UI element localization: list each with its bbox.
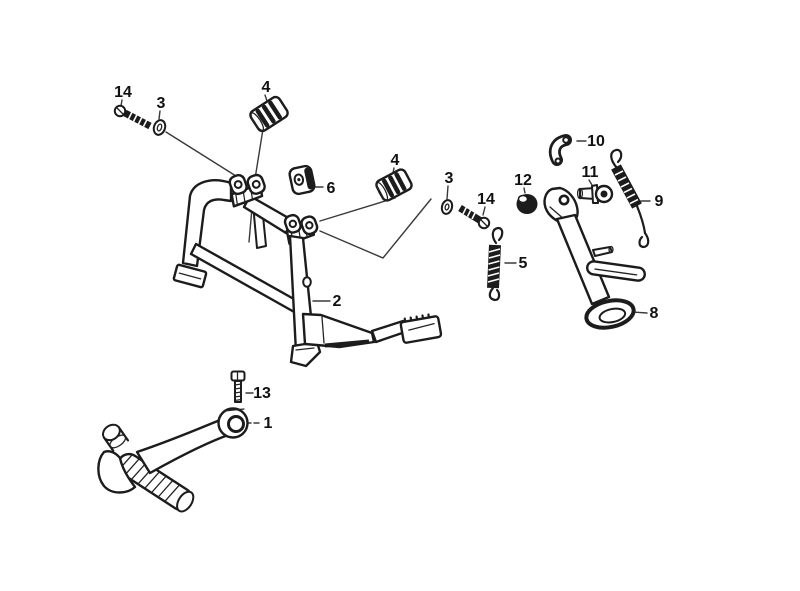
part-rubber-grommet [516, 194, 538, 214]
part-flange-bolt-right [458, 205, 491, 230]
callout-side-stand: 8 [650, 305, 659, 322]
callout-kick-starter-arm: 1 [264, 415, 273, 432]
part-stand-bushing-left [249, 95, 289, 133]
callout-center-stand-spring: 5 [519, 255, 528, 272]
callout-pivot-bolt: 11 [582, 164, 599, 181]
part-side-stand [543, 186, 646, 330]
part-center-stand [172, 173, 443, 368]
callout-washer-left: 3 [157, 95, 166, 112]
callout-stand-bushing-right: 4 [391, 152, 400, 169]
part-side-stand-spring [610, 148, 650, 249]
part-washer-left [152, 119, 167, 136]
part-washer-right [440, 199, 454, 215]
callout-stand-bushing-left: 4 [262, 79, 271, 96]
part-center-stand-spring [487, 226, 504, 302]
callout-rubber-grommet: 12 [514, 172, 532, 189]
callout-hex-bolt: 13 [253, 385, 271, 402]
part-kick-starter-arm [97, 407, 249, 513]
callout-center-stand: 2 [333, 293, 342, 310]
callout-flange-bolt-right: 14 [477, 191, 495, 208]
callout-labels: 14 3 4 6 4 3 14 10 12 11 9 5 8 2 13 1 [114, 79, 663, 432]
part-stand-bushing-right [375, 168, 413, 202]
callout-flange-bolt-left: 14 [114, 84, 132, 101]
callout-washer-right: 3 [445, 170, 454, 187]
part-pivot-bolt [576, 184, 614, 204]
part-flange-bolt-left [113, 104, 152, 130]
part-hex-bolt [230, 370, 246, 403]
callout-side-stand-link: 10 [587, 133, 605, 150]
part-stopper-rubber [288, 164, 316, 196]
part-side-stand-link [548, 134, 572, 166]
callout-side-stand-spring: 9 [655, 193, 664, 210]
callout-stopper-rubber: 6 [327, 180, 336, 197]
